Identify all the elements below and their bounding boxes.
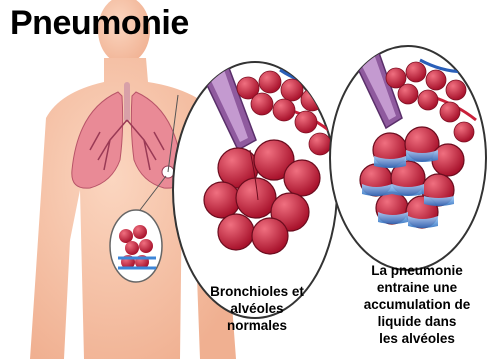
page-title: Pneumonie [10,4,189,43]
caption-line: entraine une [348,279,486,296]
caption-normal-alveoli: Bronchioles et alvéoles normales [196,283,318,334]
caption-pneumonia: La pneumonie entraine une accumulation d… [348,262,486,347]
fluid-filled-alveoli-illustration [330,46,486,270]
caption-line: Bronchioles et [196,283,318,300]
caption-line: les alvéoles [348,330,486,347]
caption-line: alvéoles [196,300,318,317]
normal-alveoli-illustration [173,60,340,318]
caption-line: normales [196,317,318,334]
caption-line: La pneumonie [348,262,486,279]
caption-line: accumulation de [348,296,486,313]
caption-line: liquide dans [348,313,486,330]
small-magnified-view [110,210,162,282]
